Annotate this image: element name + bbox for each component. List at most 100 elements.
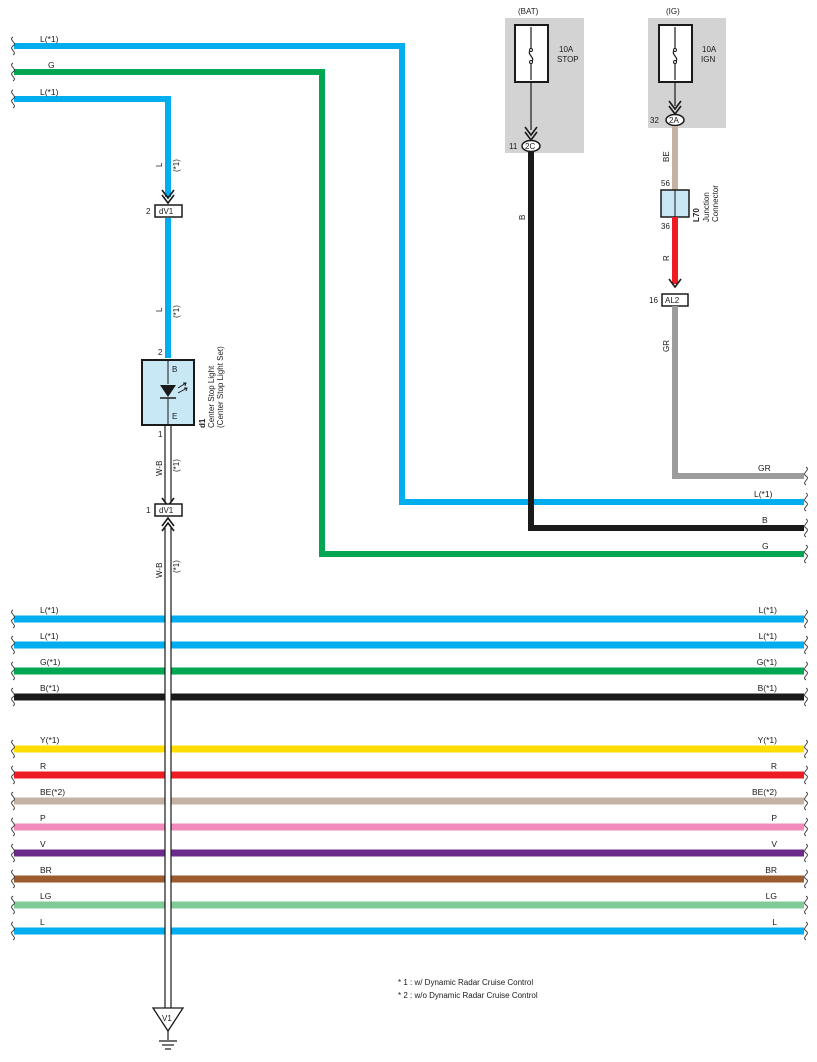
connector-dv1-bottom-name: dV1 bbox=[159, 506, 174, 515]
right-output-l1: L(*1) bbox=[754, 489, 773, 499]
fuse-ig-name: IGN bbox=[701, 55, 715, 64]
connector-dv1-top bbox=[154, 204, 183, 218]
bus-wire-label-left: G(*1) bbox=[40, 657, 60, 667]
wire-l-label-upper: L bbox=[155, 162, 164, 167]
wire-break-icon bbox=[804, 609, 808, 629]
note-2: * 2 : w/o Dynamic Radar Cruise Control bbox=[398, 991, 538, 1000]
wire-break-icon bbox=[804, 817, 808, 837]
wire-top-g bbox=[14, 69, 804, 557]
fuse-bat-name: STOP bbox=[557, 55, 579, 64]
bus-wire-label-left: B(*1) bbox=[40, 683, 60, 693]
bus-wire-label-left: L bbox=[40, 917, 45, 927]
wire-break-icon bbox=[11, 843, 15, 863]
wire-break-icon bbox=[11, 661, 15, 681]
fuse-icon bbox=[658, 24, 693, 83]
bus-wire-label-left: L(*1) bbox=[40, 631, 59, 641]
wire-wb-lower bbox=[164, 527, 172, 1008]
wire-top-l2 bbox=[14, 96, 171, 197]
led-icon bbox=[160, 382, 188, 399]
connector-al2-name: AL2 bbox=[665, 296, 680, 305]
wire-top-l1 bbox=[14, 43, 804, 505]
wire-break-icon bbox=[11, 791, 15, 811]
fuse-ig-rating: 10A bbox=[702, 45, 717, 54]
bus-wire-label-right: L(*1) bbox=[759, 631, 778, 641]
connector-2c-name: 2C bbox=[525, 142, 535, 151]
lamp-pin-bottom: 1 bbox=[158, 430, 163, 439]
wire-break-icon bbox=[11, 765, 15, 785]
terminal-arrow-icon bbox=[161, 189, 175, 205]
wire-l-option-lower: (*1) bbox=[172, 305, 181, 318]
bus-wire-label-right: V bbox=[771, 839, 777, 849]
wire-b-label: B bbox=[518, 215, 527, 220]
wire-wb-label-upper: W-B bbox=[155, 461, 164, 476]
wire-wb-option-upper: (*1) bbox=[172, 459, 181, 472]
center-stop-light bbox=[141, 359, 195, 426]
connector-2a-name: 2A bbox=[669, 116, 679, 125]
bus-wire-label-left: BR bbox=[40, 865, 52, 875]
connector-2a bbox=[665, 113, 685, 127]
wire-be-label: BE bbox=[662, 151, 671, 162]
connector-2c-pin: 11 bbox=[509, 142, 518, 151]
lamp-title-1: Center Stop Light bbox=[207, 365, 216, 428]
bus-wire-label-right: L bbox=[772, 917, 777, 927]
connector-2a-pin: 32 bbox=[650, 116, 659, 125]
lamp-title-2: (Center Stop Light Set) bbox=[216, 346, 225, 428]
wire-wb-upper bbox=[164, 426, 172, 502]
lamp-code: d1 bbox=[198, 418, 207, 428]
bus-wire-label-left: L(*1) bbox=[40, 605, 59, 615]
junction-pin-top: 56 bbox=[661, 179, 670, 188]
right-output-gr: GR bbox=[758, 463, 771, 473]
wire-break-icon bbox=[11, 635, 15, 655]
bus-wire-label-right: L(*1) bbox=[759, 605, 778, 615]
wire-break-icon bbox=[11, 739, 15, 759]
terminal-arrow-icon bbox=[161, 516, 175, 532]
connector-dv1-top-pin: 2 bbox=[146, 207, 151, 216]
wire-wb-option-lower: (*1) bbox=[172, 560, 181, 573]
wire-break-icon bbox=[11, 36, 15, 109]
bus-wire-label-right: P bbox=[771, 813, 777, 823]
junction-code: L70 bbox=[692, 208, 701, 222]
fuse-bat-rating: 10A bbox=[559, 45, 574, 54]
connector-dv1-bottom-pin: 1 bbox=[146, 506, 151, 515]
ground-icon bbox=[151, 1007, 185, 1050]
connector-dv1-top-name: dV1 bbox=[159, 207, 174, 216]
wire-break-icon bbox=[804, 635, 808, 655]
connector-al2-pin: 16 bbox=[649, 296, 658, 305]
wire-break-icon bbox=[804, 895, 808, 915]
wire-break-icon bbox=[804, 791, 808, 811]
bus-wire-label-left: LG bbox=[40, 891, 51, 901]
bus-wire-label-right: R bbox=[771, 761, 777, 771]
fuse-bat-source: (BAT) bbox=[518, 7, 539, 16]
bus-wire-label-right: BE(*2) bbox=[752, 787, 777, 797]
wire-break-icon bbox=[804, 843, 808, 863]
fuse-ig-source: (IG) bbox=[666, 7, 680, 16]
wire-break-icon bbox=[11, 895, 15, 915]
top-wire-label-3: L(*1) bbox=[40, 87, 59, 97]
bus-wire-label-right: G(*1) bbox=[757, 657, 777, 667]
junction-title-1: Junction bbox=[702, 192, 711, 222]
wire-break-icon bbox=[11, 921, 15, 941]
wire-break-icon bbox=[11, 687, 15, 707]
lamp-term-e: E bbox=[172, 412, 177, 421]
wire-l-label-lower: L bbox=[155, 307, 164, 312]
wire-break-icon bbox=[11, 817, 15, 837]
bus-wire-label-right: B(*1) bbox=[758, 683, 778, 693]
junction-pin-bottom: 36 bbox=[661, 222, 670, 231]
terminal-arrow-icon bbox=[668, 278, 682, 289]
wire-break-icon bbox=[804, 661, 808, 681]
wire-wb-label-lower: W-B bbox=[155, 563, 164, 578]
connector-dv1-bottom bbox=[154, 503, 183, 517]
connector-2c bbox=[521, 139, 541, 153]
bus-wire-label-left: R bbox=[40, 761, 46, 771]
bus-wire-label-left: V bbox=[40, 839, 46, 849]
wire-r-label: R bbox=[662, 255, 671, 261]
bus-wire-label-left: BE(*2) bbox=[40, 787, 65, 797]
wire-l-option-upper: (*1) bbox=[172, 159, 181, 172]
wire-b bbox=[528, 152, 804, 531]
wire-gr bbox=[672, 306, 804, 479]
wire-break-icon bbox=[11, 609, 15, 629]
ground-label: V1 bbox=[162, 1014, 172, 1023]
wire-gr-label: GR bbox=[662, 340, 671, 352]
wire-break-icon bbox=[804, 687, 808, 707]
